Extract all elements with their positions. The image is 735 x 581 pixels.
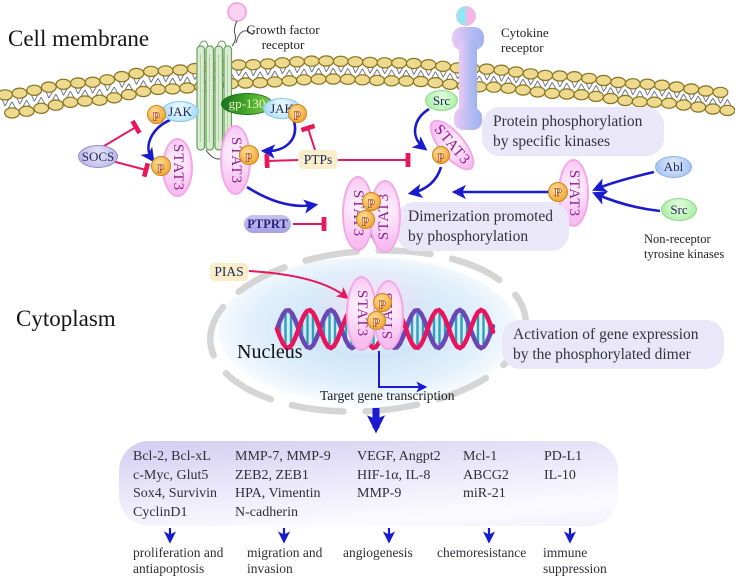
- pias: PIAS: [210, 263, 248, 281]
- protein-phosphorylation-note: Protein phosphorylation by specific kina…: [482, 107, 664, 156]
- gene-group-4: Mcl-1 ABCG2 miR-21: [463, 449, 509, 501]
- phospho-jak-right: p: [288, 104, 307, 123]
- phospho-jak-left: p: [147, 105, 166, 124]
- nucleus-label: Nucleus: [237, 341, 303, 363]
- abl: Abl: [655, 156, 692, 178]
- outcome-chemoresistance: chemoresistance: [437, 545, 527, 560]
- gp130: gp-130: [221, 93, 273, 115]
- cytoplasm-label: Cytoplasm: [16, 306, 116, 331]
- outcome-immune: immune suppression: [543, 545, 607, 576]
- inhibit-ptps-stat3-left: [264, 153, 299, 169]
- inhibit-ptps-jak: [300, 123, 316, 151]
- outcome-migration: migration and invasion: [247, 545, 323, 576]
- growth-factor-receptor-shape: [196, 2, 254, 167]
- cytokine-receptor-label: Cytokine receptor: [501, 25, 549, 55]
- arrow-jak-to-stat3-right: [260, 120, 297, 159]
- src-membrane: Src: [425, 90, 458, 111]
- gene-group-1: Bcl-2, Bcl-xL c-Myc, Glut5 Sox4, Survivi…: [133, 449, 218, 520]
- ptps: PTPs: [299, 150, 337, 169]
- target-gene-transcription-label: Target gene transcription: [320, 388, 455, 403]
- cytokine-ligand: [456, 6, 476, 26]
- socs: SOCS: [78, 145, 118, 168]
- activation-note: Activation of gene expression by the pho…: [502, 320, 724, 369]
- growth-factor-ligand: [227, 2, 247, 22]
- cytokine-receptor-shape: [452, 6, 484, 130]
- phospho-stat3-left: p: [151, 156, 171, 176]
- cell-membrane-label: Cell membrane: [8, 26, 150, 51]
- dimerization-note: Dimerization promoted by phosphorylation: [397, 202, 569, 251]
- gene-group-3: VEGF, Angpt2 HIF-1α, IL-8 MMP-9: [357, 449, 441, 501]
- inhibit-socs-stat3: [111, 160, 151, 178]
- arrow-src2-to-stat3: [592, 191, 661, 213]
- target-genes-box: [119, 441, 618, 526]
- phospho-stat3-right: P: [548, 182, 568, 202]
- phospho-nuclear-1: p: [373, 293, 392, 312]
- arrow-transcription-start: [378, 351, 428, 393]
- outcome-proliferation: proliferation and antiapoptosis: [133, 545, 224, 576]
- arrow-src-to-stat3: [411, 107, 430, 151]
- phospho-stat3-src: p: [432, 146, 450, 164]
- growth-factor-receptor-label: Growth factor receptor: [246, 22, 320, 52]
- phospho-dimer-2: p: [356, 210, 375, 229]
- gene-group-5: PD-L1 IL-10: [544, 449, 583, 483]
- ptprt: PTPRT: [244, 215, 291, 233]
- inhibit-pias-dimer: [248, 270, 349, 300]
- jak-left: JAK: [161, 101, 199, 122]
- phospho-dimer-1: p: [362, 192, 381, 211]
- src-nonreceptor: Src: [661, 198, 697, 221]
- phospho-nuclear-2: p: [367, 311, 386, 330]
- arrow-jak-to-stat3-left: [140, 118, 171, 163]
- gene-group-2: MMP-7, MMP-9 ZEB2, ZEB1 HPA, Vimentin N-…: [235, 449, 331, 520]
- arrow-stat3-to-dimer-lower: [246, 185, 319, 214]
- non-receptor-kinases-label: Non-receptor tyrosine kinases: [644, 232, 725, 261]
- outcome-angiogenesis: angiogenesis: [343, 545, 413, 560]
- arrow-stat3-to-dimer-upper: [407, 166, 443, 198]
- phospho-stat3-receptor: p: [239, 145, 259, 165]
- arrow-abl-to-stat3: [592, 170, 655, 192]
